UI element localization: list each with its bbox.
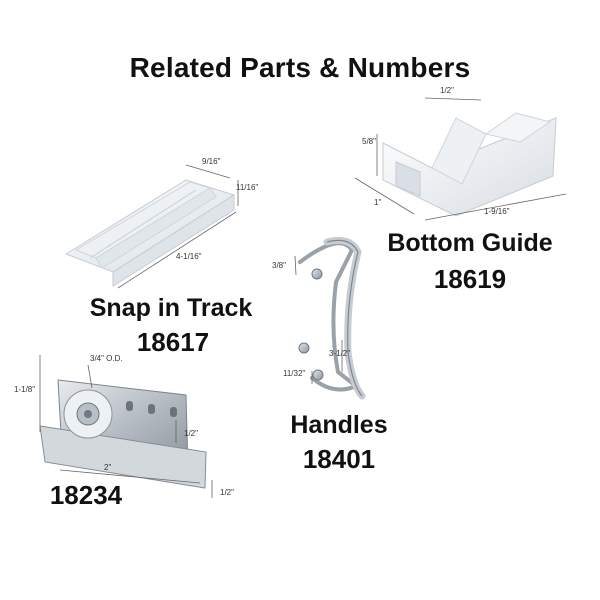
bottom-guide-number: 18619 xyxy=(433,264,507,294)
snap-track-height-dim: 11/16" xyxy=(236,183,258,192)
roller-base-dim: 1/2" xyxy=(220,488,234,497)
bottom-guide-height-dim: 5/8" xyxy=(362,137,376,146)
handles-name: Handles xyxy=(290,411,388,439)
snap-track-name: Snap in Track xyxy=(89,294,253,322)
handles-number: 18401 xyxy=(302,444,376,474)
handles-spacing-dim: 3-1/2" xyxy=(329,349,350,358)
bottom-guide-image: 1/2" 5/8" 1" 1-9/16" xyxy=(354,86,567,221)
snap-track-number: 18617 xyxy=(136,327,210,357)
roller-mid-dim: 1/2" xyxy=(184,429,198,438)
bottom-guide-name: Bottom Guide xyxy=(387,229,553,257)
handles-top-dim: 3/8" xyxy=(272,261,286,270)
roller-image: 3/4" O.D. 1-1/8" 1/2" 2" 1/2" xyxy=(14,354,234,498)
page-title: Related Parts & Numbers xyxy=(129,52,471,83)
snap-track-length-dim: 4-1/16" xyxy=(176,252,202,261)
bottom-guide-depth-dim: 1" xyxy=(374,198,381,207)
roller-width-dim: 2" xyxy=(104,463,111,472)
snap-track-image: 9/16" 11/16" 4-1/16" xyxy=(64,157,258,289)
roller-wheel-dim: 3/4" O.D. xyxy=(90,354,123,363)
bottom-guide-slot-dim: 1/2" xyxy=(440,86,454,95)
bottom-guide-length-dim: 1-9/16" xyxy=(484,207,510,216)
handles-image: 3/8" 3-1/2" 11/32" xyxy=(272,236,366,400)
roller-height-dim: 1-1/8" xyxy=(14,385,35,394)
roller-number: 18234 xyxy=(49,480,123,510)
snap-track-width-dim: 9/16" xyxy=(202,157,221,166)
handles-bottom-dim: 11/32" xyxy=(283,369,305,378)
